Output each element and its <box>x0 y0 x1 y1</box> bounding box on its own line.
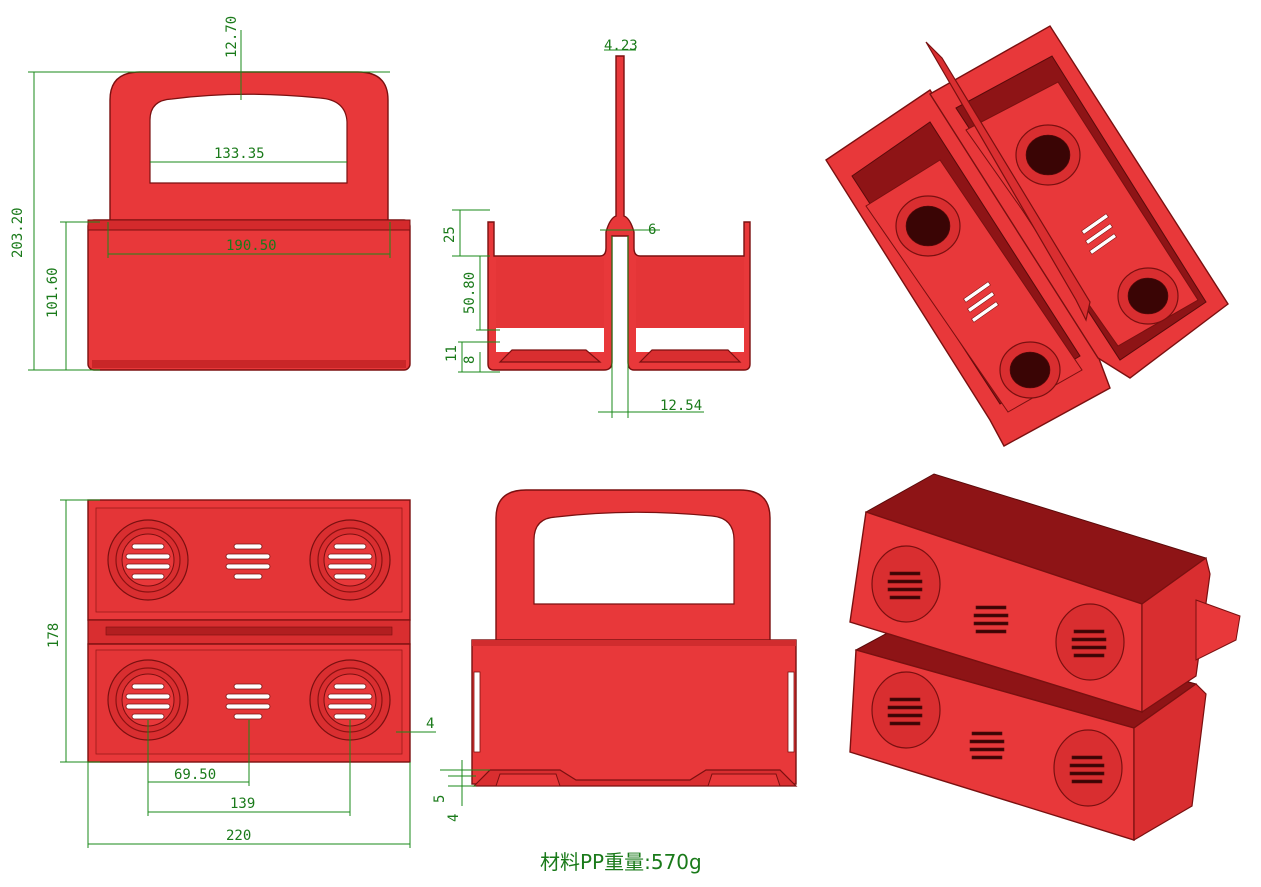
dim-11: 11 <box>444 345 460 362</box>
top-view: 178 4 69.50 139 220 <box>46 499 436 848</box>
front-view: 203.20 101.60 12.70 133.35 190.50 <box>10 16 411 371</box>
section-handle-opening <box>533 511 735 605</box>
dim-12-54: 12.54 <box>660 398 702 414</box>
dim-6: 6 <box>648 222 656 238</box>
dim-69-50: 69.50 <box>174 767 216 783</box>
iso-view-top <box>825 25 1229 447</box>
dim-101-60: 101.60 <box>45 267 61 318</box>
dim-50-80: 50.80 <box>462 272 478 314</box>
dim-220: 220 <box>226 828 251 844</box>
iso2-vent-1 <box>871 545 941 623</box>
iso2-vent-4 <box>1053 729 1123 807</box>
dim-8: 8 <box>462 356 478 364</box>
front-handle-opening <box>149 93 348 184</box>
iso2-vent-3 <box>871 671 941 749</box>
side-right-foot <box>638 349 742 363</box>
dim-4-top: 4 <box>426 716 434 732</box>
dim-25: 25 <box>442 226 458 243</box>
front-body-bottom <box>92 360 406 368</box>
iso2-vent-2 <box>1055 603 1125 681</box>
front-body-rim <box>87 219 411 231</box>
dim-178: 178 <box>46 623 62 648</box>
dim-5: 5 <box>432 795 448 803</box>
side-view: 4.23 25 50.80 11 8 6 12.54 <box>442 38 751 418</box>
dim-190-50: 190.50 <box>226 238 277 254</box>
section-view: 5 4 <box>432 489 798 822</box>
iso1-divider <box>925 41 1091 322</box>
section-body <box>471 639 797 785</box>
side-right-bin <box>636 258 744 328</box>
material-note: 材料PP重量:570g <box>540 850 702 874</box>
dim-4-base: 4 <box>446 814 462 822</box>
iso-view-stacked <box>849 473 1241 842</box>
dim-133-35: 133.35 <box>214 146 265 162</box>
dim-4-23: 4.23 <box>604 38 638 54</box>
dim-139: 139 <box>230 796 255 812</box>
side-left-bin <box>496 258 604 328</box>
dim-12-70: 12.70 <box>224 16 240 58</box>
iso2-lower-side <box>1133 683 1207 842</box>
side-left-foot <box>498 349 602 363</box>
dim-203-20: 203.20 <box>10 207 26 258</box>
